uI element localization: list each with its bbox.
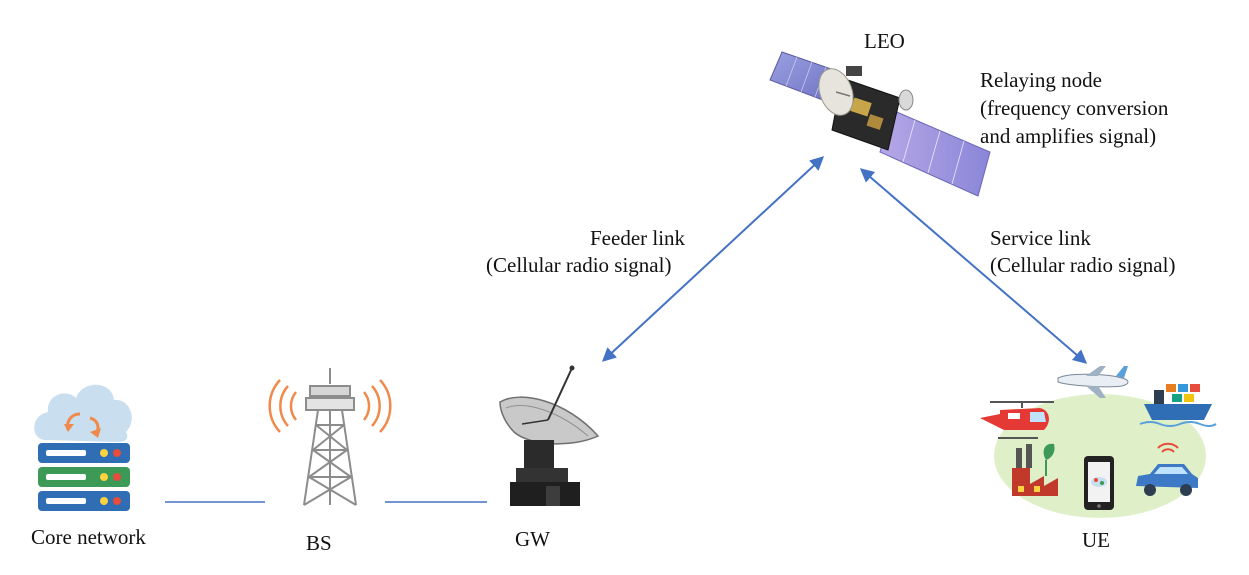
service-link-title: Service link [990,226,1091,250]
cell-tower-icon [303,368,357,506]
relay-line-1: Relaying node [980,68,1102,92]
gw-label: GW [515,527,550,551]
service-link-arrow [859,168,1088,364]
leo-label: LEO [864,29,905,53]
helicopter-icon [980,401,1054,439]
ship-icon [1139,384,1217,427]
airplane-icon [1057,366,1129,398]
cloud-server-icon [34,384,132,511]
relay-line-3: and amplifies signal) [980,124,1157,148]
radio-wave-icon [268,379,392,433]
relay-line-2: (frequency conversion [980,96,1169,120]
feeder-link-arrow [601,156,825,362]
feeder-link-title: Feeder link [590,226,686,250]
bs-label: BS [306,531,332,555]
satellite-dish-icon [499,365,600,506]
ue-cluster [980,366,1217,518]
car-icon [1136,442,1198,496]
smartphone-icon [1084,456,1114,510]
core-network-label: Core network [31,525,146,549]
satellite-icon [769,51,991,197]
ue-label: UE [1082,528,1110,552]
factory-icon [1012,443,1058,496]
service-link-subtitle: (Cellular radio signal) [990,253,1176,277]
feeder-link-subtitle: (Cellular radio signal) [486,253,672,277]
